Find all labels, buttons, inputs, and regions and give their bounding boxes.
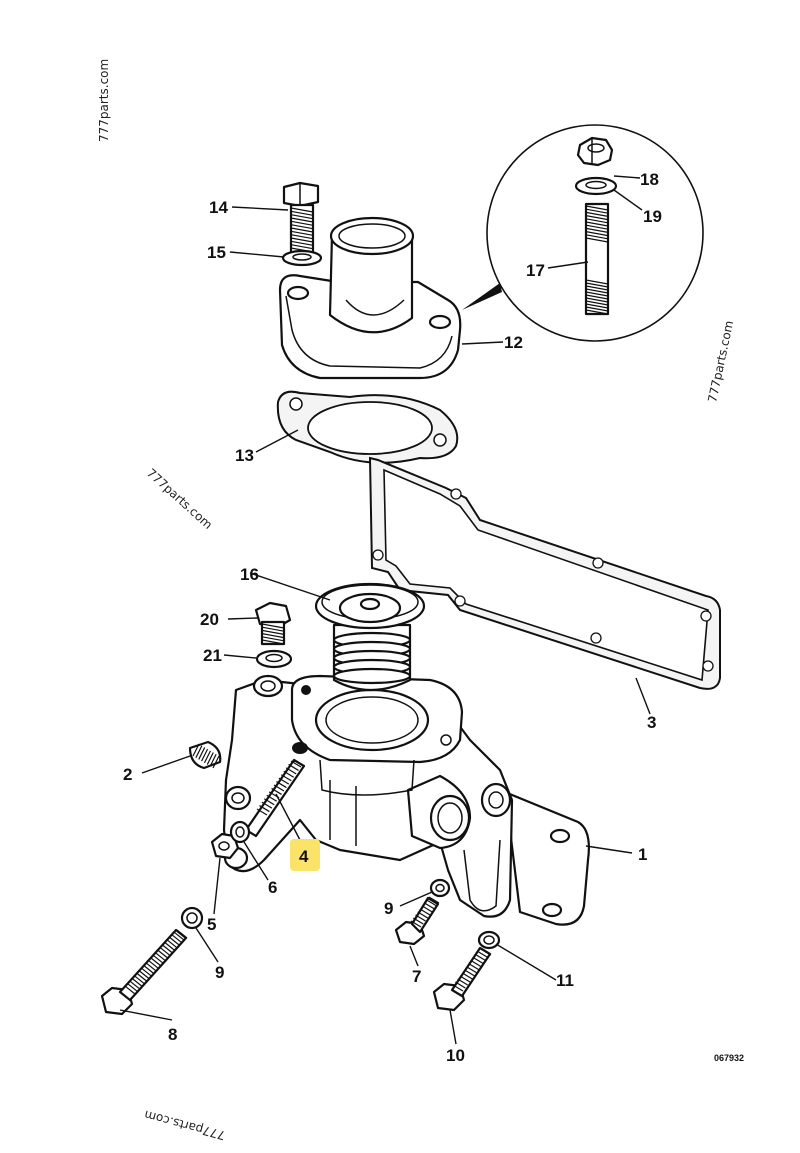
callout-18[interactable]: 18 xyxy=(640,170,659,189)
callout-15[interactable]: 15 xyxy=(207,243,226,262)
washer-part-19[interactable] xyxy=(574,176,618,196)
callout-17[interactable]: 17 xyxy=(526,261,545,280)
nut-part-5[interactable] xyxy=(210,832,240,860)
callout-14[interactable]: 14 xyxy=(209,198,228,217)
washer-part-9-upper[interactable] xyxy=(429,878,451,898)
drawing-reference-number: 067932 xyxy=(714,1053,744,1063)
callout-13[interactable]: 13 xyxy=(235,446,254,465)
washer-part-9-lower[interactable] xyxy=(180,906,204,930)
thermostat-part-16[interactable] xyxy=(314,582,426,692)
bolt-part-7[interactable] xyxy=(394,896,440,946)
washer-part-6[interactable] xyxy=(229,820,251,844)
watermark-top-left: 777parts.com xyxy=(97,59,111,142)
detail-inset-stud-assembly xyxy=(462,124,704,342)
callout-3[interactable]: 3 xyxy=(647,713,656,732)
plug-part-2[interactable] xyxy=(188,740,222,770)
callout-19[interactable]: 19 xyxy=(643,207,662,226)
bolt-part-10[interactable] xyxy=(432,946,492,1012)
washer-part-11[interactable] xyxy=(477,930,501,950)
stud-part-4[interactable] xyxy=(244,758,306,838)
bolt-part-14[interactable] xyxy=(282,181,320,255)
gasket-part-3[interactable] xyxy=(368,456,721,690)
watermark-right: 777parts.com xyxy=(705,319,736,403)
callout-20[interactable]: 20 xyxy=(200,610,219,629)
callout-12[interactable]: 12 xyxy=(504,333,523,352)
callout-21[interactable]: 21 xyxy=(203,646,222,665)
callout-11[interactable]: 11 xyxy=(556,971,574,990)
callout-1[interactable]: 1 xyxy=(638,845,647,864)
bolt-part-20[interactable] xyxy=(254,601,292,646)
housing-part-1[interactable] xyxy=(222,674,590,926)
callout-7[interactable]: 7 xyxy=(412,967,421,986)
bolt-part-8[interactable] xyxy=(100,928,188,1016)
callout-5[interactable]: 5 xyxy=(207,915,216,934)
callout-2[interactable]: 2 xyxy=(123,765,132,784)
callout-6[interactable]: 6 xyxy=(268,878,277,897)
washer-part-21[interactable] xyxy=(255,649,293,669)
watermark-bottom: 777parts.com xyxy=(143,1108,227,1143)
leader-lines xyxy=(119,175,651,1045)
outlet-elbow-part-12[interactable] xyxy=(278,216,462,380)
callout-4[interactable]: 4 xyxy=(299,847,309,866)
callout-8[interactable]: 8 xyxy=(168,1025,177,1044)
watermark-mid-left: 777parts.com xyxy=(144,466,215,532)
callout-9-upper[interactable]: 9 xyxy=(384,899,393,918)
stud-part-17[interactable] xyxy=(584,202,610,316)
callout-10[interactable]: 10 xyxy=(446,1046,465,1065)
washer-part-15[interactable] xyxy=(281,249,323,267)
callout-9-lower[interactable]: 9 xyxy=(215,963,224,982)
callout-16[interactable]: 16 xyxy=(240,565,259,584)
nut-part-18[interactable] xyxy=(576,136,614,167)
callout-labels: 1 2 3 4 5 6 7 8 9 9 10 11 12 13 14 15 16… xyxy=(123,170,662,1065)
callout-highlight xyxy=(290,839,320,871)
gasket-part-13[interactable] xyxy=(276,390,459,464)
